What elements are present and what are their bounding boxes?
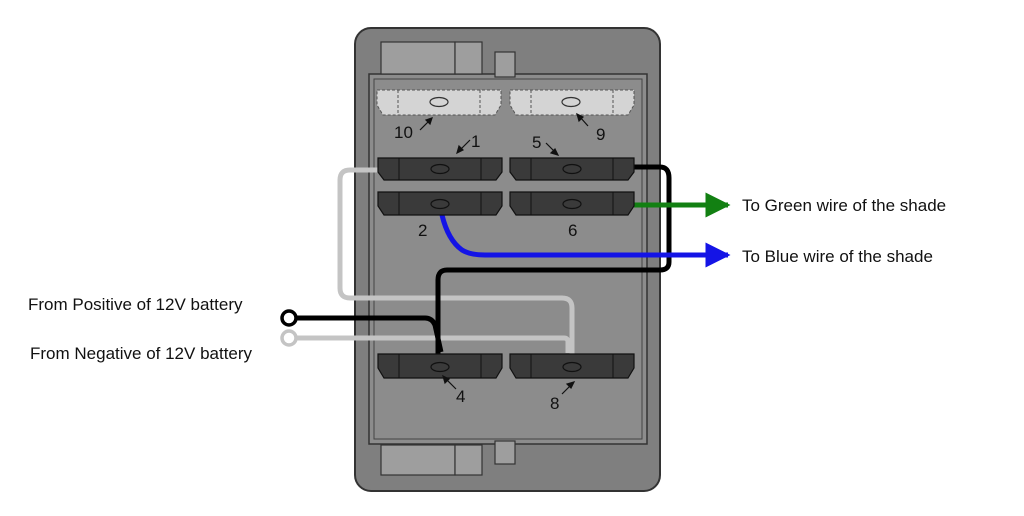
terminal-5 xyxy=(509,157,635,181)
wire-black-positive xyxy=(295,315,444,353)
positive-battery-label: From Positive of 12V battery xyxy=(28,295,243,314)
terminal-2-label: 2 xyxy=(418,221,427,240)
terminal-9 xyxy=(509,89,635,116)
terminal-6-label: 6 xyxy=(568,221,577,240)
terminal-10 xyxy=(376,89,502,116)
top-latch xyxy=(494,51,516,78)
top-tab-middle xyxy=(454,41,483,75)
bottom-tab-middle xyxy=(454,444,483,476)
terminal-4 xyxy=(377,353,503,379)
wire-blue xyxy=(439,214,731,268)
terminal-9-label: 9 xyxy=(596,125,605,144)
terminal-8 xyxy=(509,353,635,379)
blue-wire-label: To Blue wire of the shade xyxy=(742,247,933,266)
wire-black-jumper xyxy=(435,164,672,355)
terminal-10-label: 10 xyxy=(394,123,413,142)
terminal-4-label: 4 xyxy=(456,387,465,406)
negative-ring xyxy=(280,329,298,347)
terminal-1 xyxy=(377,157,503,181)
wire-gray-jumper xyxy=(337,167,575,355)
switch-inner-panel xyxy=(373,78,643,440)
terminal-1-label: 1 xyxy=(471,132,480,151)
terminal-2 xyxy=(377,191,503,216)
negative-battery-label: From Negative of 12V battery xyxy=(30,344,253,363)
pointer-arrows xyxy=(419,112,589,395)
positive-ring xyxy=(280,309,298,327)
wire-gray-negative xyxy=(295,335,571,353)
bottom-latch xyxy=(494,440,516,465)
green-wire-label: To Green wire of the shade xyxy=(742,196,946,215)
bottom-tab-left xyxy=(380,444,456,476)
top-tab-left xyxy=(380,41,456,75)
terminal-5-label: 5 xyxy=(532,133,541,152)
terminal-6 xyxy=(509,191,635,216)
terminal-8-label: 8 xyxy=(550,394,559,413)
